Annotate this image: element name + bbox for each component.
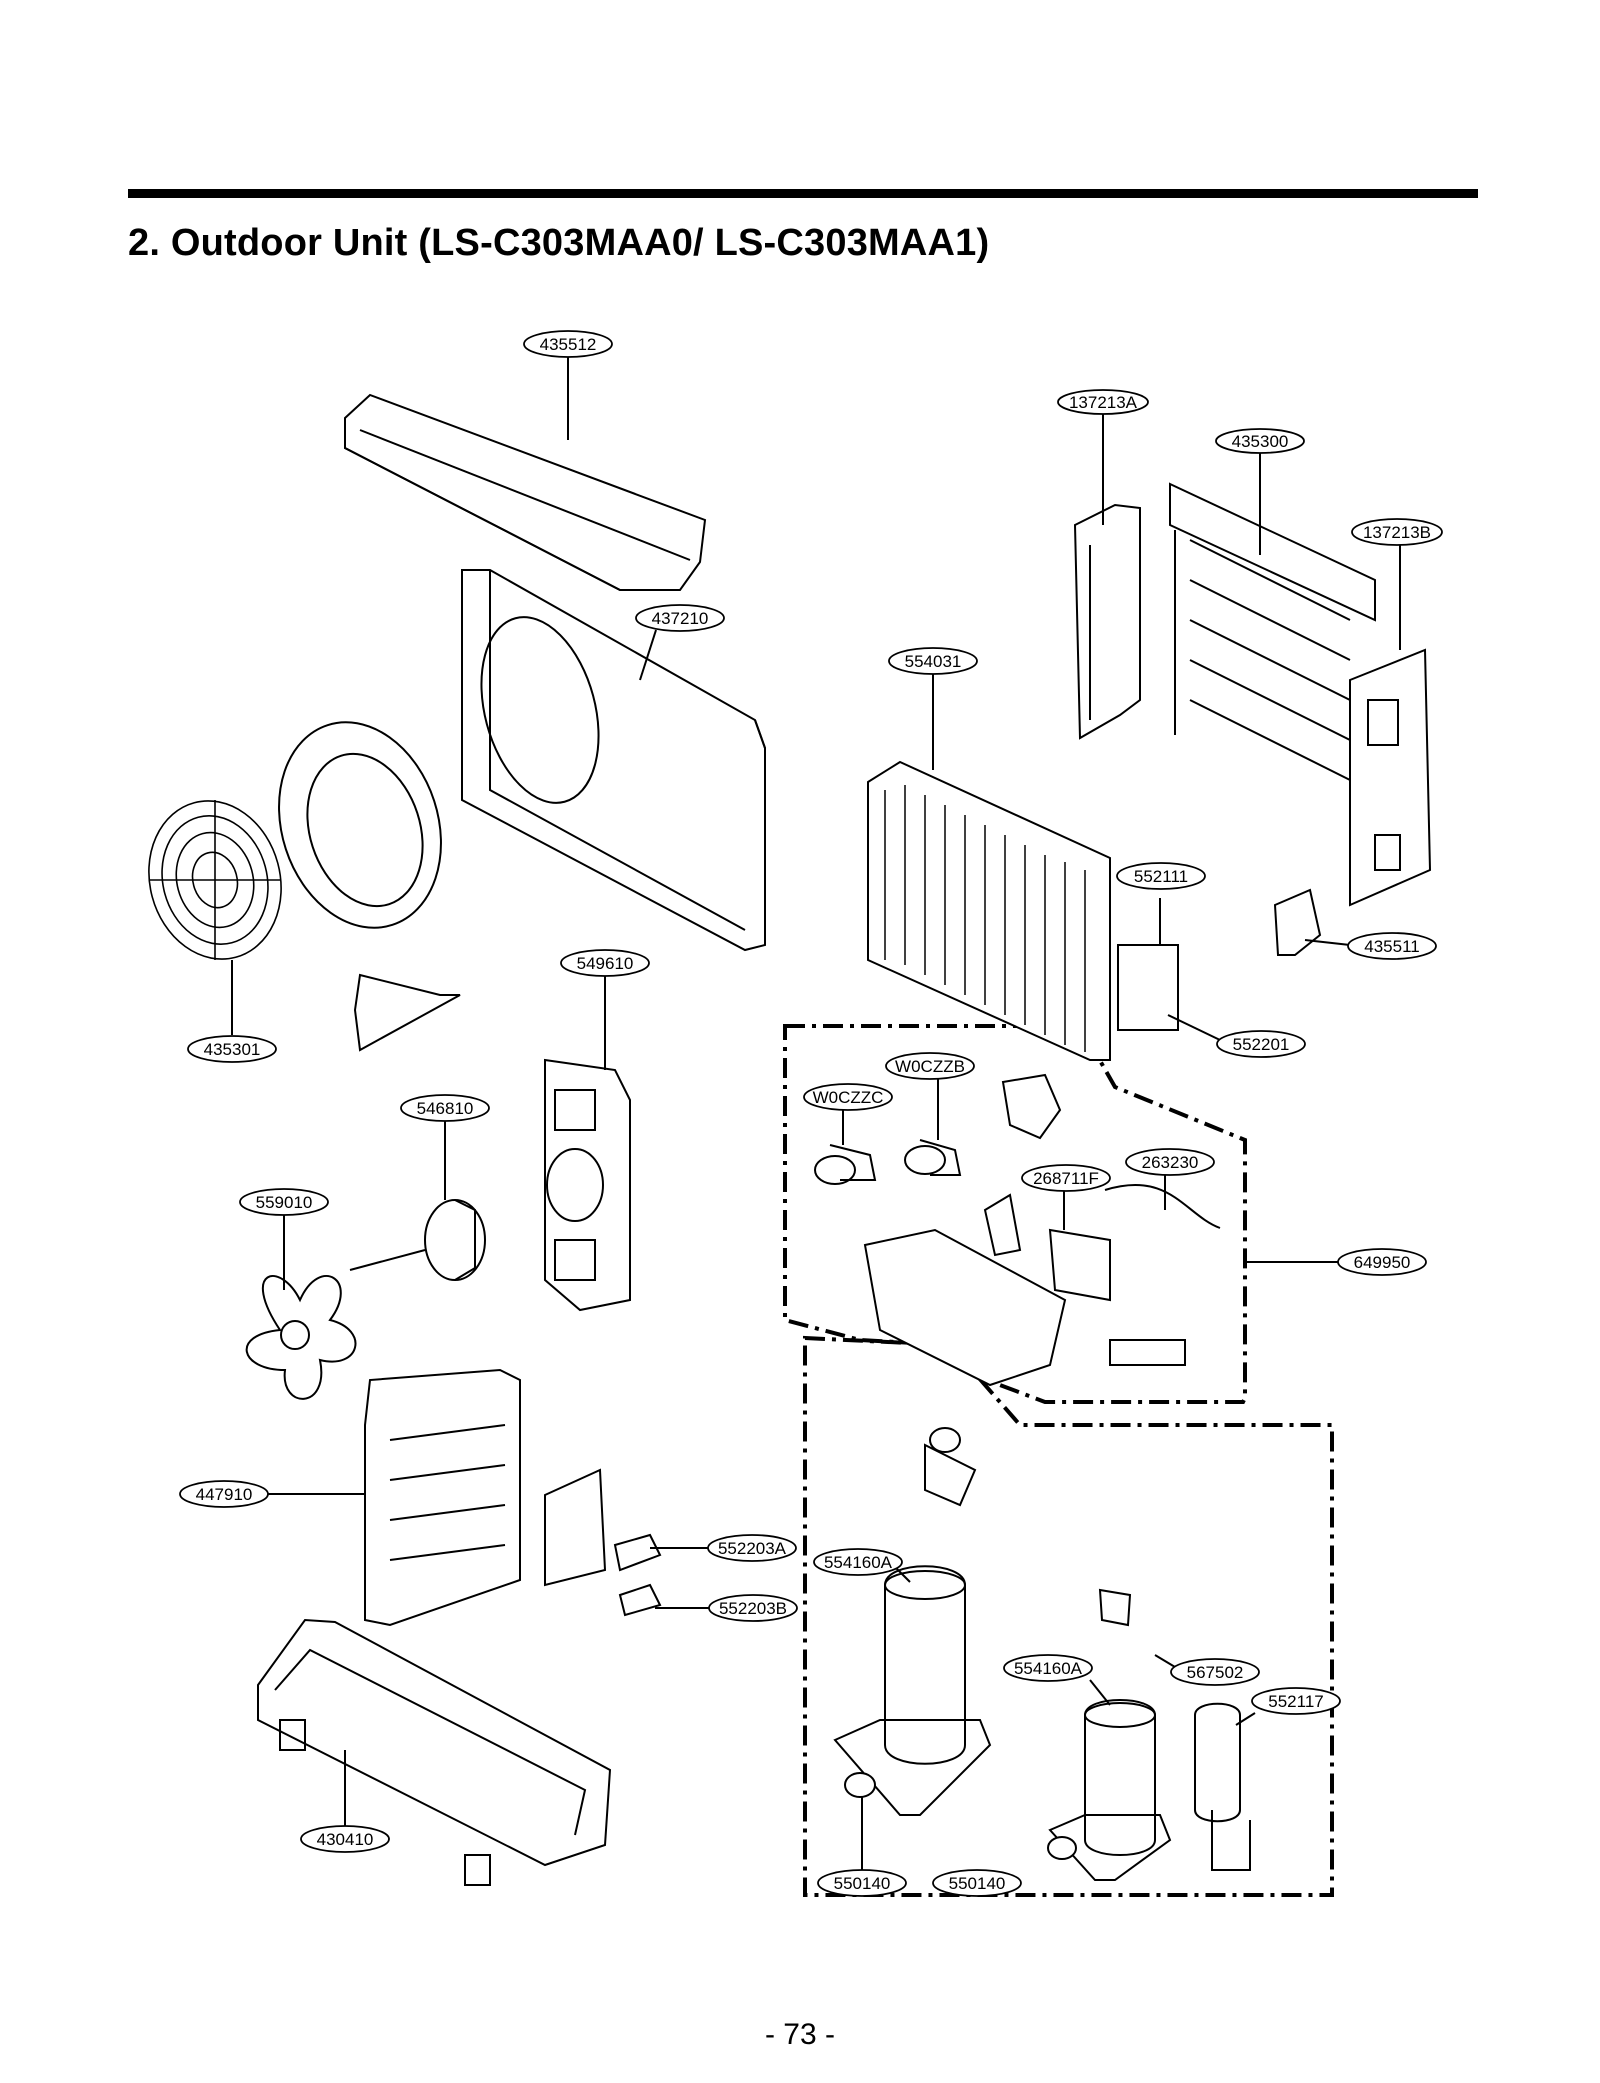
propeller-fan (245, 1275, 357, 1400)
service-valve-b (618, 1583, 662, 1617)
label-447910: 447910 (196, 1485, 253, 1504)
fan-capacitor (814, 1144, 877, 1185)
support-bracket (353, 973, 461, 1052)
top-cover (344, 393, 707, 591)
relay (983, 1193, 1022, 1257)
valve-bracket (1117, 944, 1179, 1031)
callout-552117 (1251, 1687, 1341, 1715)
service-cover (1273, 888, 1322, 956)
compressor-box-outline (803, 1335, 1334, 1897)
page-number: - 73 - (764, 2018, 836, 2051)
label-549610: 549610 (577, 954, 634, 973)
callout-549610 (560, 949, 650, 977)
callout-567502 (1170, 1658, 1260, 1686)
terminal-block (1109, 1339, 1186, 1366)
compressor-large (833, 1427, 992, 1816)
label-554031: 554031 (905, 652, 962, 671)
thermistor-wire (1104, 1184, 1221, 1229)
callout-W0CZZB (885, 1052, 975, 1080)
rubber-grommet-2 (1047, 1836, 1077, 1860)
callout-552201 (1216, 1030, 1306, 1058)
label-552201: 552201 (1233, 1035, 1290, 1054)
label-550140-1: 550140 (834, 1874, 891, 1893)
fan-motor (349, 1199, 486, 1281)
callout-554160A-1 (813, 1548, 903, 1576)
rubber-grommet-1 (844, 1772, 876, 1798)
base-pan (257, 1618, 612, 1886)
label-435300: 435300 (1232, 432, 1289, 451)
callout-546810 (400, 1094, 490, 1122)
label-137213B: 137213B (1363, 523, 1431, 542)
label-552111: 552111 (1134, 867, 1188, 886)
callout-435300 (1215, 428, 1305, 454)
condenser-coil (867, 760, 1111, 1061)
label-567502: 567502 (1187, 1663, 1244, 1682)
label-430410: 430410 (317, 1830, 374, 1849)
label-435512: 435512 (540, 335, 597, 354)
label-437210: 437210 (652, 609, 709, 628)
side-panel-right (1349, 648, 1432, 907)
partition-panel (364, 1368, 521, 1627)
label-552203B: 552203B (719, 1599, 787, 1618)
label-263230: 263230 (1142, 1153, 1199, 1172)
page-title: 2. Outdoor Unit (LS-C303MAA0/ LS-C303MAA… (128, 222, 990, 264)
compressor-capacitor (904, 1139, 962, 1176)
callout-552111 (1116, 862, 1206, 890)
leader-554160A-2 (1089, 1679, 1111, 1706)
label-550140-2: 550140 (949, 1874, 1006, 1893)
side-panel-frame (1169, 482, 1376, 781)
callout-430410 (300, 1825, 390, 1853)
label-559010: 559010 (256, 1193, 313, 1212)
front-panel (461, 569, 766, 952)
label-W0CZZC: W0CZZC (813, 1088, 884, 1107)
label-268711F: 268711F (1033, 1169, 1099, 1188)
callout-268711F (1021, 1164, 1111, 1192)
compressor-small (1048, 1588, 1172, 1881)
fan-orifice (278, 721, 442, 929)
header-rule (128, 189, 1478, 198)
leader-435511 (1304, 939, 1351, 946)
label-552117: 552117 (1268, 1692, 1323, 1711)
callout-447910 (179, 1480, 269, 1508)
callout-437210 (635, 604, 725, 632)
side-panel-left (1073, 503, 1141, 740)
label-552203A: 552203A (718, 1539, 787, 1558)
leader-552201 (1167, 1014, 1221, 1041)
callout-559010 (239, 1188, 329, 1216)
valve-plate (544, 1468, 607, 1587)
transformer (1001, 1073, 1062, 1140)
label-554160A-1: 554160A (824, 1553, 893, 1572)
accumulator (1194, 1702, 1251, 1871)
callout-435511 (1347, 932, 1437, 960)
control-box-base (863, 1228, 1067, 1387)
callout-554031 (888, 647, 978, 675)
control-pcb (1048, 1228, 1111, 1302)
label-435301: 435301 (204, 1040, 261, 1059)
leader-552117 (1235, 1712, 1256, 1726)
label-554160A-2: 554160A (1014, 1659, 1083, 1678)
label-546810: 546810 (417, 1099, 474, 1118)
callout-137213B (1351, 518, 1443, 546)
motor-bracket (544, 1058, 631, 1312)
callout-435301 (187, 1035, 277, 1063)
label-435511: 435511 (1364, 937, 1419, 956)
callout-W0CZZC (803, 1083, 893, 1111)
callout-649950 (1337, 1248, 1427, 1276)
callout-552203A (707, 1534, 797, 1562)
label-W0CZZB: W0CZZB (895, 1057, 965, 1076)
callout-552203B (708, 1594, 798, 1622)
callout-554160A-2 (1003, 1654, 1093, 1682)
fan-grille (148, 800, 282, 960)
label-649950: 649950 (1354, 1253, 1411, 1272)
label-137213A: 137213A (1069, 393, 1138, 412)
callout-435512 (523, 330, 613, 358)
callout-137213A (1057, 389, 1149, 415)
callout-263230 (1125, 1148, 1215, 1176)
leader-437210 (639, 629, 657, 681)
callout-550140-1 (817, 1869, 907, 1897)
service-valve-a (613, 1533, 662, 1572)
callout-550140-2 (932, 1869, 1022, 1897)
